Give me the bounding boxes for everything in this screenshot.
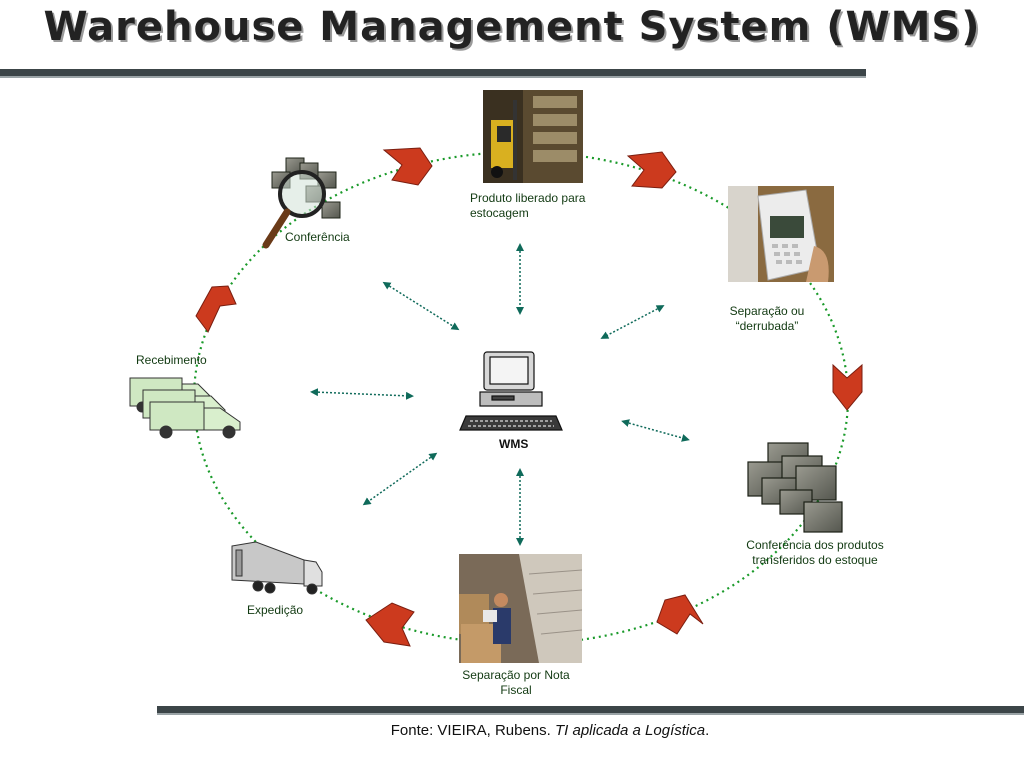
page-title: Warehouse Management System (WMS) xyxy=(43,4,981,50)
inspection-magnifier-icon xyxy=(262,157,341,249)
bottom-divider xyxy=(157,706,1024,715)
flow-arrow-top-right xyxy=(626,151,677,189)
connector-top-left xyxy=(382,281,460,331)
connector-top-right xyxy=(600,305,665,339)
flow-arrow-top-left xyxy=(382,147,433,186)
node-label-storage: Produto liberado para estocagem xyxy=(470,191,586,220)
top-divider xyxy=(0,69,866,78)
flow-arrow-right xyxy=(832,363,863,411)
wms-center-label: WMS xyxy=(499,437,529,451)
node-label-checking: Conferência xyxy=(285,230,350,244)
truck-icon xyxy=(231,541,323,595)
source-citation: Fonte: VIEIRA, Rubens. TI aplicada a Log… xyxy=(0,722,1024,739)
source-work-title: TI aplicada a Logística xyxy=(554,722,706,739)
source-prefix: Fonte: VIEIRA, Rubens. xyxy=(390,722,555,739)
forklift-storage-photo xyxy=(483,90,583,183)
node-label-transfer-check: Conferência dos produtos transferidos do… xyxy=(746,538,884,567)
connector-right xyxy=(621,419,690,442)
source-suffix: . xyxy=(705,722,710,739)
node-label-picking: Separação ou “derrubada” xyxy=(729,304,805,333)
node-label-invoice-picking: Separação por Nota Fiscal xyxy=(462,668,570,697)
flow-arrow-left xyxy=(195,285,237,333)
handheld-scanner-photo xyxy=(728,186,834,282)
stacked-boxes-icon xyxy=(747,442,843,533)
computer-icon xyxy=(459,351,563,431)
flow-arrow-bottom-left xyxy=(365,602,415,647)
connector-left xyxy=(310,388,414,400)
connector-bottom-left xyxy=(362,452,438,506)
node-label-receiving: Recebimento xyxy=(136,353,207,367)
node-label-shipping: Expedição xyxy=(247,603,304,617)
flow-arrow-bottom-right xyxy=(656,594,704,635)
delivery-vans-icon xyxy=(129,377,241,439)
invoice-picking-photo xyxy=(459,554,582,663)
